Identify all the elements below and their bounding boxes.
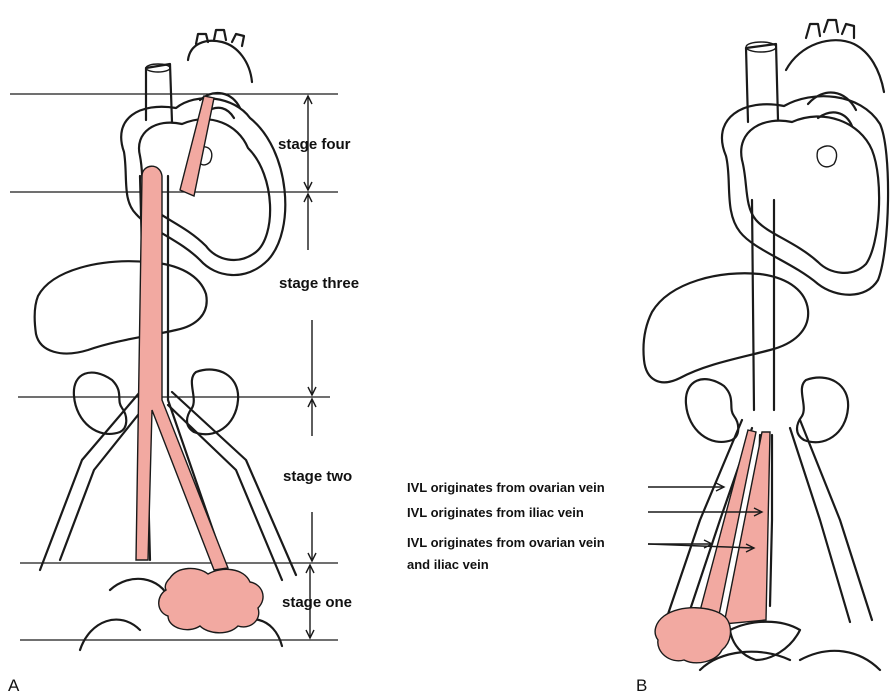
panel-b-letter: B	[636, 676, 647, 694]
ivl-tumor-upper	[180, 96, 214, 196]
stage-three-label: stage three	[279, 275, 359, 292]
vena-cava-outline-b	[666, 200, 880, 670]
annotation-ovarian-and-iliac-line2: and iliac vein	[407, 557, 489, 572]
stage-arrows	[304, 96, 316, 638]
heart-outline-b	[722, 20, 888, 295]
annotation-iliac-vein: IVL originates from iliac vein	[407, 505, 584, 520]
liver-outline-b	[643, 273, 808, 382]
liver-outline	[35, 261, 207, 353]
panel-a: stage four stage three stage two stage o…	[8, 30, 359, 694]
kidney-right	[187, 370, 238, 435]
annotation-ovarian-vein: IVL originates from ovarian vein	[407, 480, 605, 495]
kidney-left	[74, 373, 126, 434]
stage-one-label: stage one	[282, 594, 352, 611]
uterine-tumor-mass	[159, 568, 263, 632]
panel-b: IVL originates from ovarian vein IVL ori…	[407, 20, 888, 694]
kidney-left-b	[686, 379, 738, 442]
stage-four-label: stage four	[278, 136, 351, 153]
uterine-tumor-mass-b	[655, 608, 730, 663]
panel-a-letter: A	[8, 676, 20, 694]
stage-two-label: stage two	[283, 468, 352, 485]
annotation-ovarian-and-iliac-line1: IVL originates from ovarian vein	[407, 535, 605, 550]
